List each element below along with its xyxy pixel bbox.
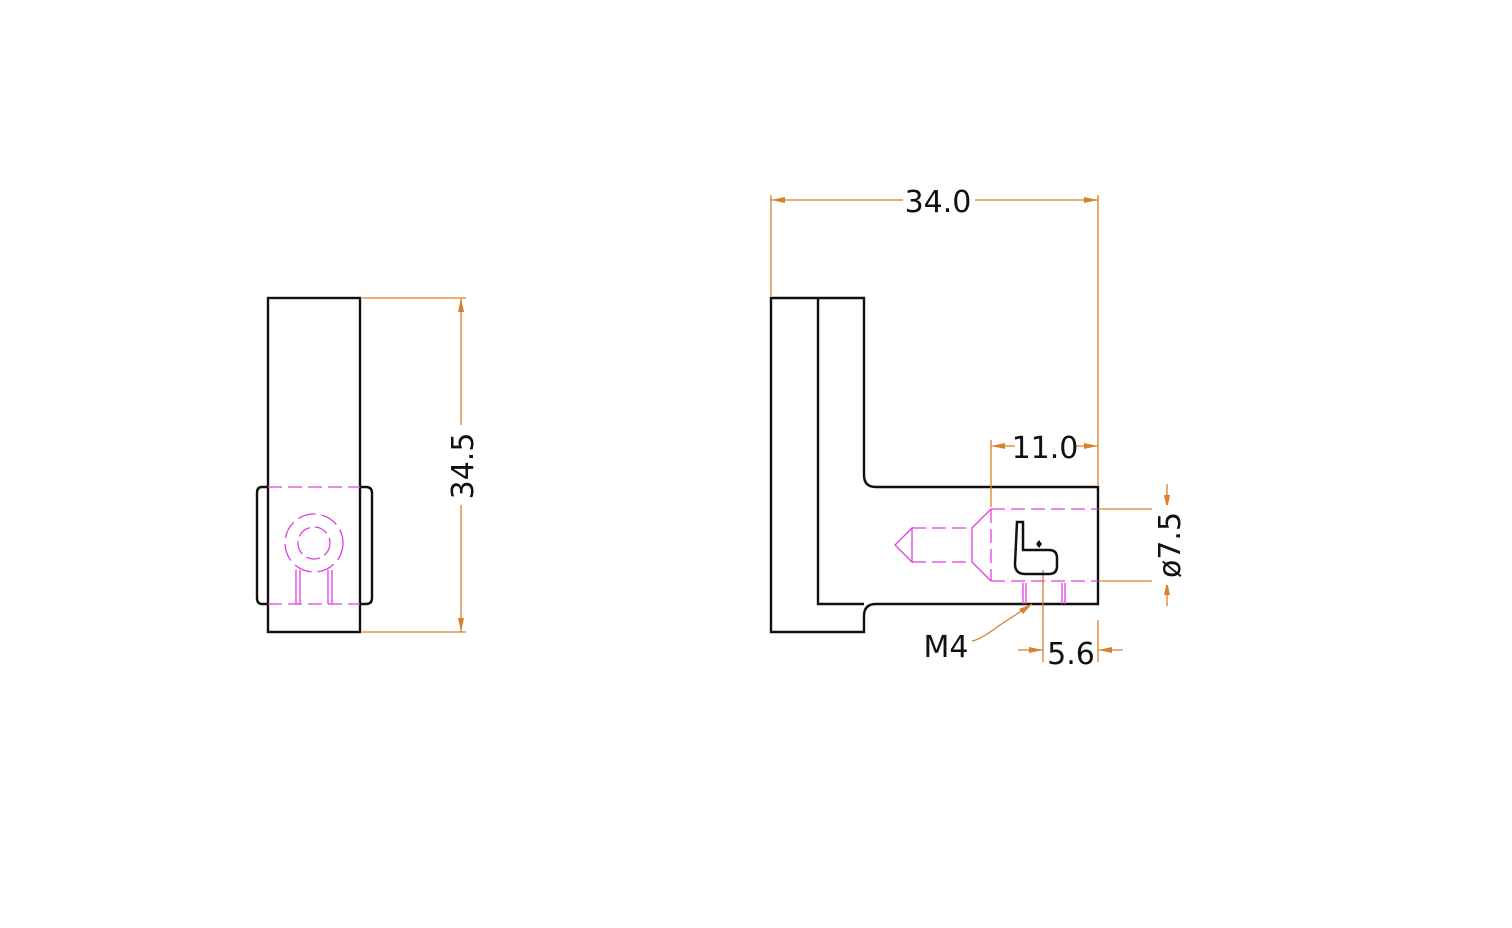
dimension-hole-offset: 11.0 [1012, 431, 1079, 466]
dimension-side-height: 34.5 [446, 433, 481, 500]
thread-callout: M4 [924, 630, 969, 665]
leader-line [971, 603, 1033, 642]
hidden-circle-outer [284, 513, 344, 573]
side-view-flange [255, 485, 374, 606]
bore-chamfer [894, 508, 992, 582]
thread-lines [295, 570, 333, 604]
front-view: 34.0 11.0 ø7.5 5.6 M4 [769, 184, 1188, 672]
dimension-overall-width: 34.0 [905, 185, 972, 220]
ucs-origin-icon [1036, 540, 1042, 548]
dimension-bore-diameter: ø7.5 [1153, 512, 1188, 578]
hidden-bore [912, 508, 1098, 582]
leader-arrow [1019, 604, 1032, 614]
side-view-body [266, 296, 362, 634]
front-view-body [769, 296, 1100, 634]
dimension-thread-offset: 5.6 [1047, 637, 1095, 672]
side-view: 34.5 [255, 296, 481, 634]
thread-lines [1022, 583, 1066, 604]
dimension-lines [1018, 604, 1123, 662]
ucs-icon [1013, 520, 1059, 576]
hidden-circle-inner [297, 526, 331, 560]
